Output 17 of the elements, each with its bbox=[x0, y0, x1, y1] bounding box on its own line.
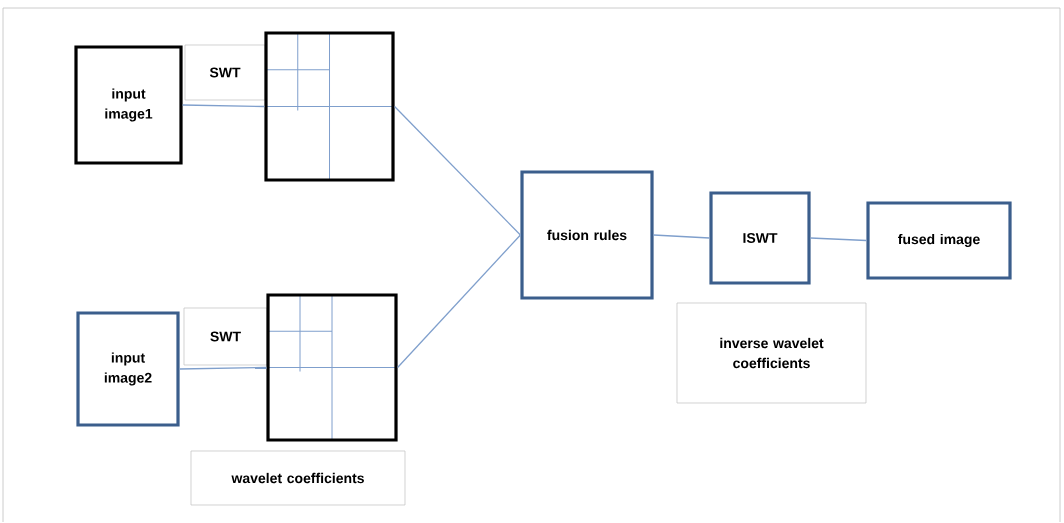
connector-line bbox=[181, 104, 266, 108]
coefficient-grid-drawing bbox=[266, 293, 398, 442]
coefficient-grid-drawing bbox=[264, 31, 395, 182]
label-box: inverse wavelet coefficients bbox=[676, 302, 867, 404]
connector-line bbox=[396, 234, 522, 369]
label-box: SWT bbox=[183, 307, 268, 366]
connector-line bbox=[652, 234, 711, 239]
label-box: wavelet coefficients bbox=[190, 450, 406, 506]
process-box: fused image bbox=[866, 201, 1012, 280]
process-box: fusion rules bbox=[520, 170, 654, 300]
connector-line bbox=[809, 237, 868, 242]
process-box: input image2 bbox=[76, 311, 180, 427]
process-box: input image1 bbox=[74, 45, 183, 165]
connector-line bbox=[393, 105, 522, 236]
connector-line bbox=[178, 366, 268, 370]
process-box: ISWT bbox=[709, 191, 811, 285]
label-box: SWT bbox=[184, 44, 266, 101]
